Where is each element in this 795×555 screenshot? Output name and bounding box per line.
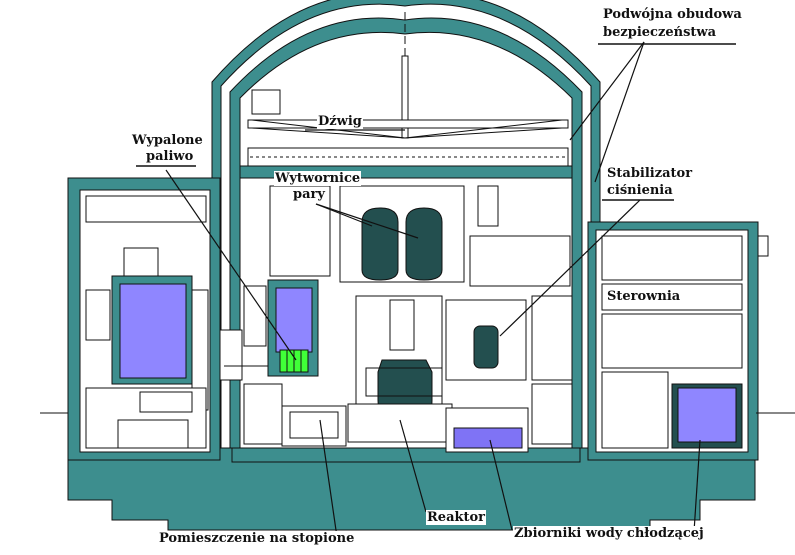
leader-pressurizer (499, 199, 641, 337)
leader-spent-fuel (165, 169, 297, 361)
leader-containment-inner (594, 41, 645, 183)
steam-generator-right (405, 207, 443, 281)
reactor-cavity (347, 403, 453, 443)
steam-generator-left (361, 207, 399, 281)
right-wall-stub (757, 235, 769, 257)
label-spent-fuel-1: Wypalone (131, 133, 204, 148)
leader-reactor (399, 419, 427, 513)
label-double-containment-1: Podwójna obudowa (602, 7, 743, 22)
label-steam-generators-1: Wytwornice (274, 171, 362, 186)
leader-lines (165, 41, 701, 545)
label-underlines (136, 43, 736, 201)
emergency-water-tank (677, 387, 737, 443)
crane-truss-lower (251, 119, 563, 139)
pressurizer (473, 325, 499, 369)
leader-containment-outer (569, 41, 645, 141)
crane-girder (247, 119, 569, 129)
label-cooling-tanks: Zbiorniki wody chłodzącej (513, 526, 705, 541)
cooling-water-tank (453, 427, 523, 449)
leader-core-catcher (319, 419, 339, 545)
label-double-containment-2: bezpieczeństwa (602, 25, 718, 40)
label-core-catcher: Pomieszczenie na stopione (158, 531, 356, 546)
crane-trolley (251, 89, 281, 115)
spent-fuel-pool (119, 283, 187, 379)
structure-layer (40, 0, 795, 531)
label-control-room: Sterownia (606, 289, 682, 304)
label-crane: Dźwig (317, 114, 363, 129)
label-reactor: Reaktor (426, 510, 487, 525)
label-spent-fuel-2: paliwo (145, 149, 195, 164)
leader-sg-right (315, 203, 419, 239)
leader-cooling-tanks (489, 439, 513, 531)
leader-cooling-tanks-right (693, 439, 701, 533)
label-pressurizer-1: Stabilizator (606, 166, 694, 181)
transfer-pool (275, 287, 313, 353)
label-steam-generators-2: pary (292, 187, 326, 202)
label-pressurizer-2: ciśnienia (606, 183, 674, 198)
